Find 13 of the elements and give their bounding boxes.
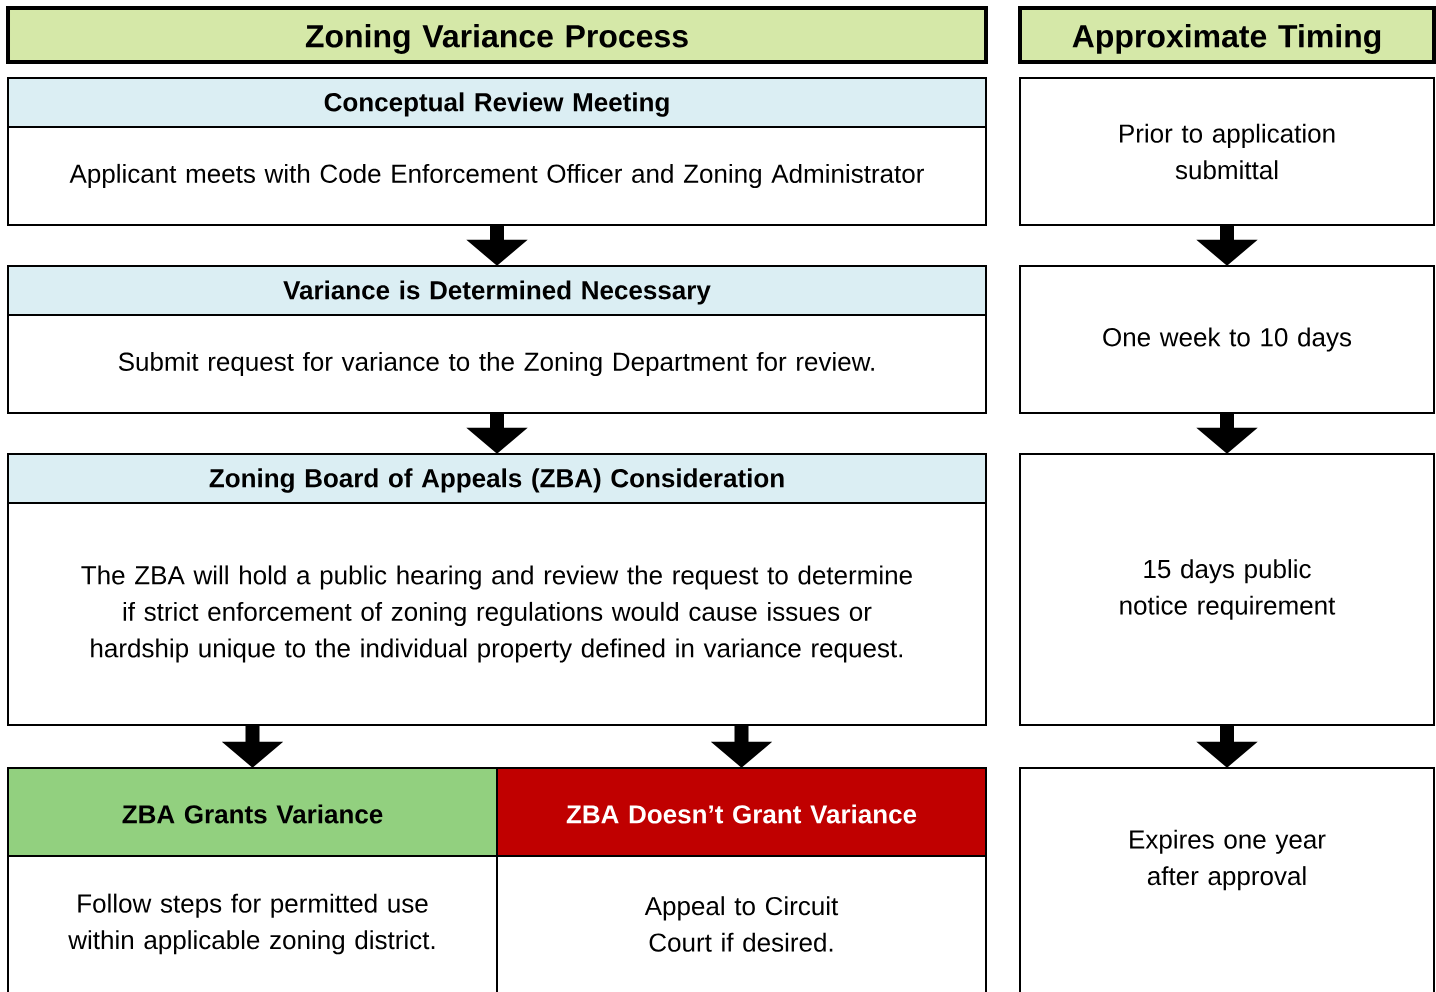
node-label: Follow steps for permitted use within applicable zoning district. [68,893,435,955]
timing-box: 15 days public notice requirement [1019,453,1435,726]
timing-box: One week to 10 days [1019,265,1435,414]
timing-box: Prior to application submittal [1019,77,1435,226]
header-bar: Zoning Variance Process [6,6,988,64]
process-box: Variance is Determined Necessary Submit request for variance to the Zoning Department for review. [7,265,987,414]
process-box: ZBA Doesn’t Grant Variance Appeal to Circuit Court if desired. [496,767,987,992]
process-box: Conceptual Review Meeting Applicant meets with Code Enforcement Officer and Zoning Administrator [7,77,987,226]
header-bar: Approximate Timing [1018,6,1436,64]
timing-box: Expires one year after approval [1019,767,1435,992]
node-label: Appeal to Circuit Court if desired. [644,896,839,952]
process-box: ZBA Grants Variance Follow steps for permitted use within applicable zoning district. [7,767,498,992]
process-box: Zoning Board of Appeals (ZBA) Consideration The ZBA will hold a public hearing and review the request to determine if strict enforcement of zoning regulations would cause issues or hardship unique to the individual property defined in variance request. [7,453,987,726]
